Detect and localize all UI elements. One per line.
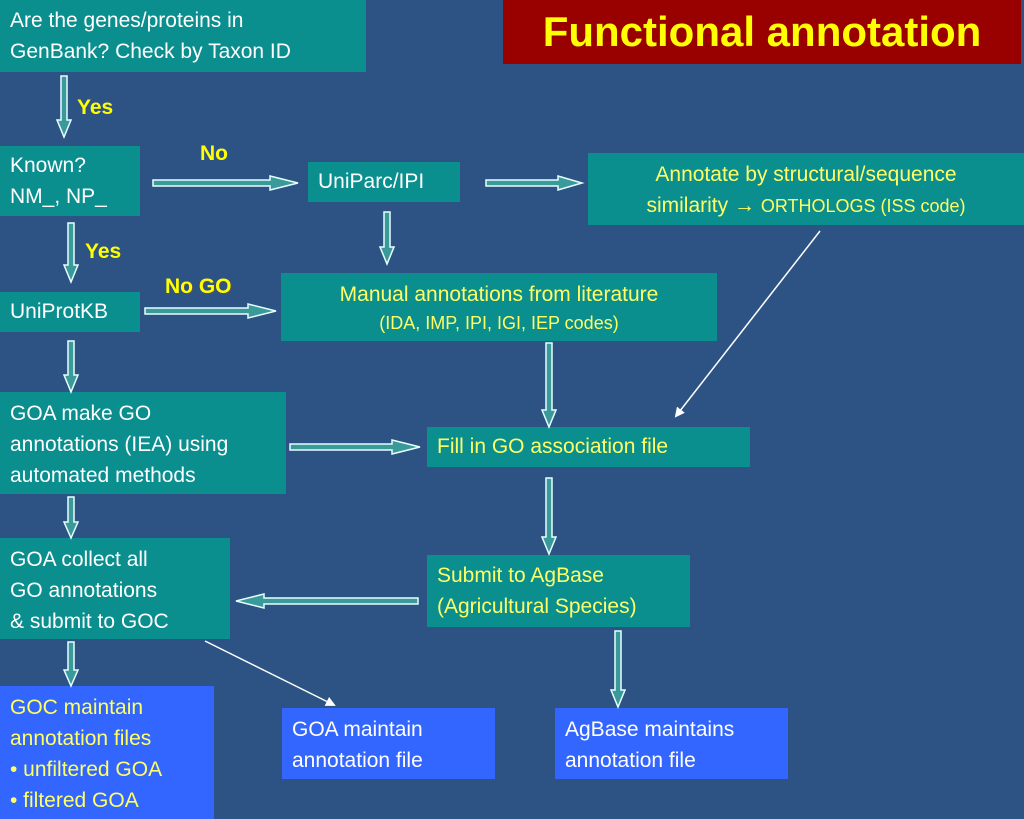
box-line: Are the genes/proteins in [10, 9, 244, 32]
goa-make-box: GOA make GO annotations (IEA) using auto… [0, 392, 286, 494]
box-line: GOA collect all [10, 548, 148, 571]
manual-annotations-box: Manual annotations from literature (IDA,… [281, 273, 717, 341]
box-line: GOC maintain [10, 696, 144, 719]
arrow-left-icon [235, 593, 419, 609]
uniprotkb-box: UniProtKB [0, 292, 140, 332]
no-label: No [200, 142, 228, 165]
box-line: UniParc/IPI [318, 170, 425, 193]
box-line: Submit to AgBase [437, 564, 604, 587]
submit-agbase-box: Submit to AgBase (Agricultural Species) [427, 555, 690, 627]
arrow-right-icon: → [733, 194, 755, 217]
arrow-down-icon [55, 75, 73, 139]
box-line: annotations (IEA) using [10, 433, 229, 456]
no-go-label: No GO [165, 275, 232, 298]
annotate-similarity-box: Annotate by structural/sequence similari… [588, 153, 1024, 225]
box-line: Annotate by structural/sequence [655, 163, 957, 186]
box-line: Manual annotations from literature [339, 283, 659, 306]
arrow-down-icon [540, 477, 558, 556]
arrow-down-icon [378, 211, 396, 266]
arrow-down-icon [62, 641, 80, 688]
yes-label: Yes [85, 240, 122, 263]
box-line: GOA make GO [10, 402, 152, 425]
arrow-diagonal-icon [674, 230, 821, 418]
box-line: NM_, NP_ [10, 185, 107, 208]
box-line: AgBase maintains [565, 718, 735, 741]
yes-label: Yes [77, 96, 114, 119]
box-line: (Agricultural Species) [437, 595, 637, 618]
box-line: & submit to GOC [10, 610, 169, 633]
box-text: similarity [646, 194, 729, 217]
known-box: Known? NM_, NP_ [0, 146, 140, 216]
box-line: annotation files [10, 727, 152, 750]
arrow-right-icon [485, 175, 585, 191]
arrow-down-icon [62, 496, 80, 540]
agbase-maintains-box: AgBase maintains annotation file [555, 708, 788, 779]
arrow-right-icon [152, 175, 299, 191]
box-line: automated methods [10, 464, 196, 487]
box-line: Known? [10, 154, 86, 177]
box-line: annotation file [292, 749, 423, 772]
arrow-down-icon [609, 630, 627, 709]
goa-collect-box: GOA collect all GO annotations & submit … [0, 538, 230, 639]
box-line: (IDA, IMP, IPI, IGI, IEP codes) [379, 313, 619, 333]
box-line: annotation file [565, 749, 696, 772]
genbank-check-box: Are the genes/proteins in GenBank? Check… [0, 0, 366, 72]
box-line: GOA maintain [292, 718, 423, 741]
box-line: UniProtKB [10, 300, 109, 323]
box-line: Fill in GO association file [437, 435, 669, 458]
box-line: • unfiltered GOA [10, 758, 163, 781]
uniparc-box: UniParc/IPI [308, 162, 460, 202]
box-text: ORTHOLOGS (ISS code) [760, 196, 966, 216]
fill-in-go-box: Fill in GO association file [427, 427, 750, 467]
arrow-right-icon [144, 303, 277, 319]
arrow-diagonal-icon [204, 640, 336, 706]
page-title: Functional annotation [503, 0, 1021, 64]
box-line: • filtered GOA [10, 789, 139, 812]
arrow-right-icon [289, 439, 421, 455]
box-line: GO annotations [10, 579, 158, 602]
arrow-down-icon [62, 222, 80, 284]
box-line: GenBank? Check by Taxon ID [10, 40, 291, 63]
box-line: similarity → ORTHOLOGS (ISS code) [598, 190, 1014, 222]
arrow-down-icon [62, 340, 80, 394]
goa-maintain-box: GOA maintain annotation file [282, 708, 495, 779]
arrow-down-icon [540, 342, 558, 429]
goc-maintain-box: GOC maintain annotation files • unfilter… [0, 686, 214, 819]
